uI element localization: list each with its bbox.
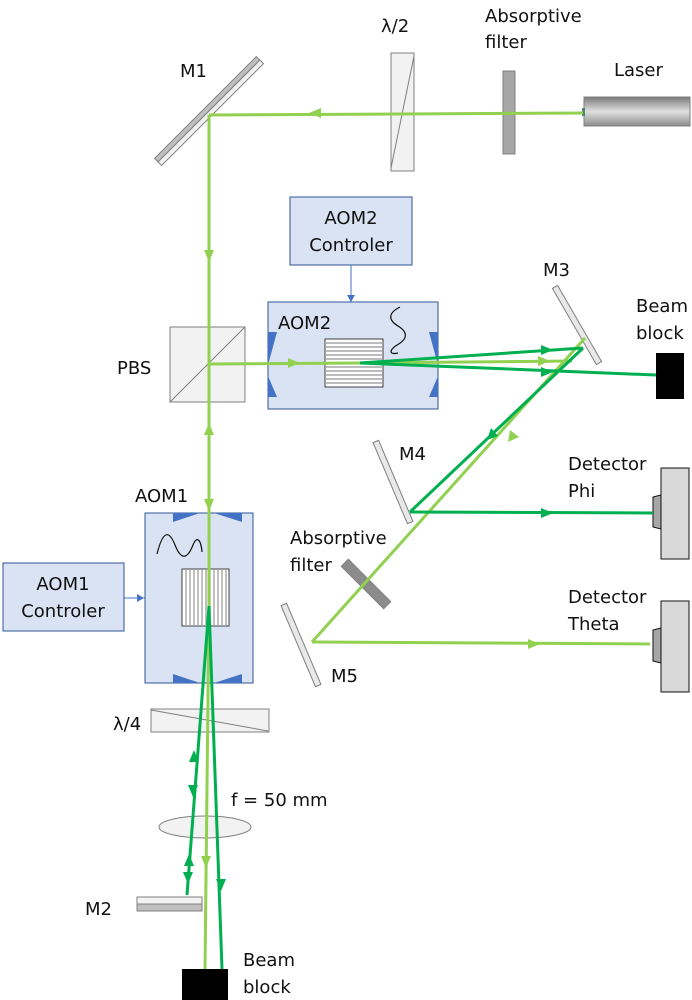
quarter-wave-plate-label: λ/4 — [113, 714, 141, 735]
lens-focal-length-label: f = 50 mm — [231, 790, 328, 811]
aom2-controller-label-line1: AOM2 — [324, 208, 377, 229]
mirror-m3 — [551, 284, 603, 366]
mirror-m5-label: M5 — [331, 666, 358, 687]
mirror-m2-label: M2 — [85, 899, 112, 920]
aom2-label: AOM2 — [278, 313, 331, 334]
beam-block-top-label-line2: block — [636, 323, 684, 344]
laser-label: Laser — [614, 60, 664, 81]
detector-theta-label-line2: Theta — [567, 614, 620, 635]
aom1-controller-label-line1: AOM1 — [36, 574, 89, 595]
laser — [582, 96, 691, 127]
mirror-m5 — [280, 602, 322, 688]
aom1 — [144, 512, 254, 684]
detector-phi — [652, 467, 690, 560]
absorptive-filter-top-label-line1: Absorptive — [485, 6, 582, 27]
beam-block-bottom-label-line2: block — [243, 977, 291, 998]
aom1-controller — [2, 562, 125, 632]
beam-light-green-arrows — [201, 108, 550, 868]
mirror-m2 — [136, 896, 203, 912]
aom2 — [267, 301, 439, 410]
beam-dark-green-arrows — [183, 345, 553, 891]
mirror-m1 — [153, 55, 265, 167]
aom1-controller-label-line2: Controler — [21, 601, 105, 622]
beam-block-top — [656, 353, 684, 399]
detector-phi-label-line1: Detector — [568, 454, 647, 475]
detector-theta-label-line1: Detector — [568, 587, 647, 608]
aom2-controller-label-line2: Controler — [309, 235, 393, 256]
aom2-wave-icon — [390, 306, 406, 355]
mirror-m4 — [372, 439, 414, 525]
aom2-controller — [289, 196, 413, 266]
detector-phi-label-line2: Phi — [568, 481, 595, 502]
pbs-label: PBS — [117, 358, 151, 379]
mirror-m4-label: M4 — [399, 444, 426, 465]
detector-theta — [652, 600, 690, 693]
absorptive-filter-mid-label-line2: filter — [290, 555, 332, 576]
half-wave-plate — [390, 52, 415, 172]
mirror-m1-label: M1 — [180, 61, 207, 82]
absorptive-filter-top-label-line2: filter — [485, 32, 527, 53]
quarter-wave-plate — [150, 708, 270, 733]
beam-light-green — [203, 111, 651, 970]
beam-block-bottom — [182, 969, 228, 1000]
beam-block-top-label-line1: Beam — [636, 296, 688, 317]
beam-dark-green — [185, 346, 657, 970]
mirror-m3-label: M3 — [543, 260, 570, 281]
aom1-wave-icon — [156, 534, 203, 557]
half-wave-plate-label: λ/2 — [381, 16, 409, 37]
beam-block-bottom-label-line1: Beam — [243, 950, 295, 971]
absorptive-filter-mid-label-line1: Absorptive — [290, 528, 387, 549]
aom1-label: AOM1 — [135, 486, 188, 507]
